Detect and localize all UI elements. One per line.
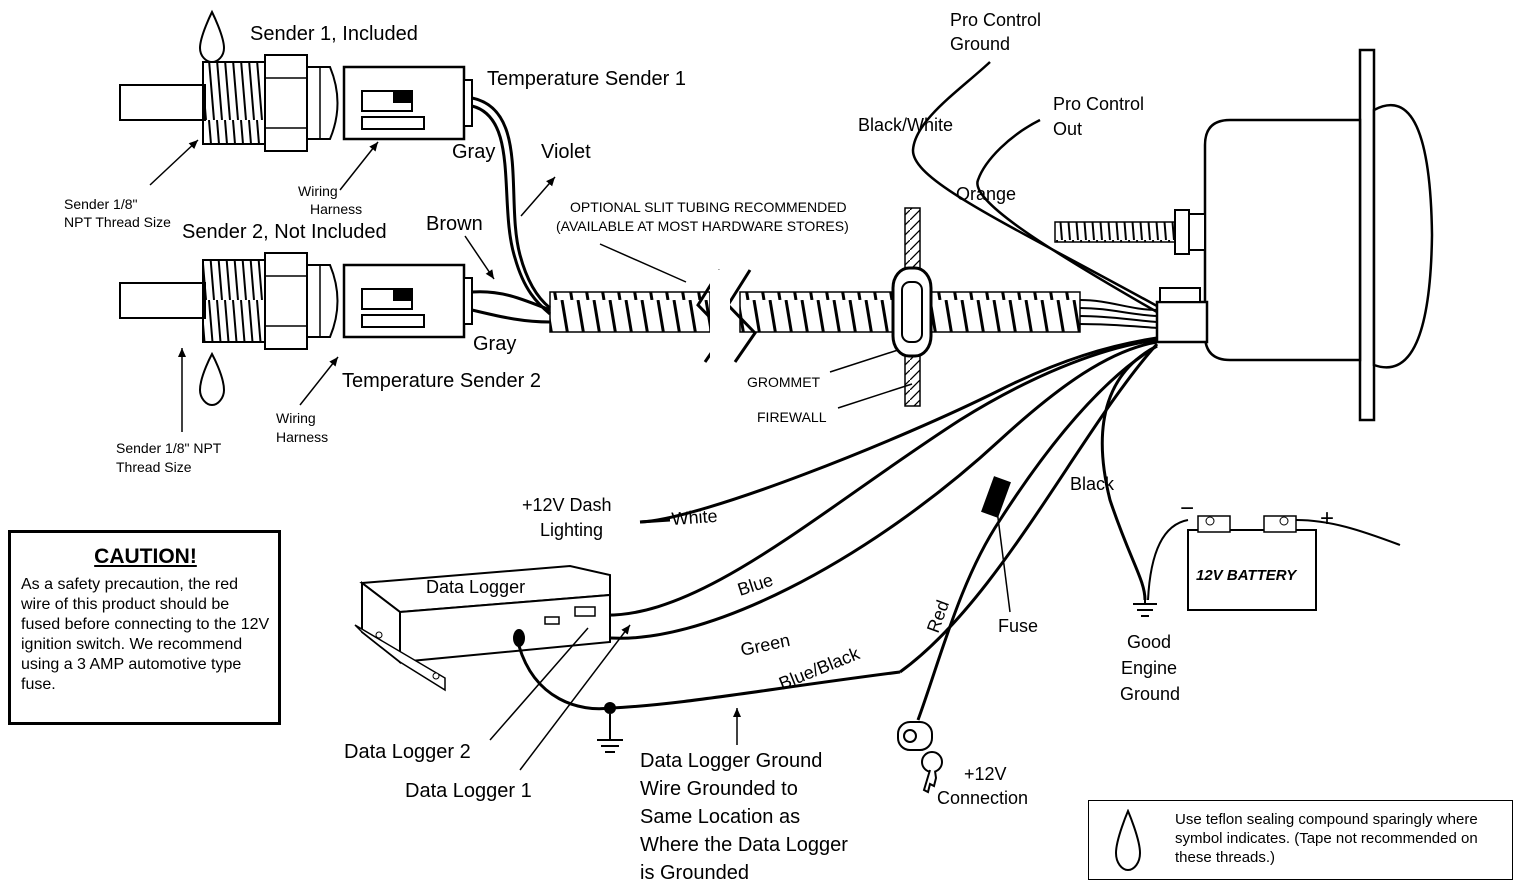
pro-control-wires xyxy=(911,61,1158,314)
data-logger-ground-wire xyxy=(517,645,901,711)
sender-1-title: Sender 1, Included xyxy=(250,23,418,45)
blue-black-wire-label: Blue/Black xyxy=(776,643,863,694)
battery: 12V BATTERY − + xyxy=(1147,495,1401,611)
wire-bundle xyxy=(1079,299,1158,329)
connection-12v-label-a: +12V xyxy=(964,764,1007,784)
data-logger-ground-label-b: Wire Grounded to xyxy=(640,778,798,800)
orange-wire-label: Orange xyxy=(956,184,1016,204)
sender-2-thread-label-b: Thread Size xyxy=(116,459,192,475)
dash-lighting-label-b: Lighting xyxy=(540,520,603,540)
sender-wires xyxy=(471,96,551,324)
fuse xyxy=(981,476,1011,518)
slit-tubing xyxy=(549,269,1081,365)
white-wire-to-dash xyxy=(639,518,671,524)
sealant-drop-icon xyxy=(1114,809,1142,872)
battery-plus: + xyxy=(1320,505,1334,532)
sealant-note-text: Use teflon sealing compound sparingly wh… xyxy=(1175,811,1478,866)
data-logger-ground-label-c: Same Location as xyxy=(640,806,800,828)
pro-control-out-label-a: Pro Control xyxy=(1053,94,1144,114)
black-wire-label: Black xyxy=(1070,474,1115,494)
sender-1-thread-label-a: Sender 1/8" xyxy=(64,196,137,212)
sealant-drop-icon xyxy=(198,9,226,64)
fuse-label: Fuse xyxy=(998,616,1038,636)
firewall-label: FIREWALL xyxy=(757,409,827,425)
sender-2-title: Sender 2, Not Included xyxy=(182,221,387,243)
ignition-key-icon xyxy=(897,721,943,794)
temperature-sender-1 xyxy=(119,54,339,152)
slit-tubing-label-a: OPTIONAL SLIT TUBING RECOMMENDED xyxy=(570,199,847,215)
sender-2-thread-label-a: Sender 1/8" NPT xyxy=(116,440,222,456)
pro-control-ground-label-b: Ground xyxy=(950,34,1010,54)
ground-junction xyxy=(604,702,616,714)
pointer-arrows xyxy=(149,139,1011,771)
pro-control-ground-label-a: Pro Control xyxy=(950,10,1041,30)
sealant-drop-icon xyxy=(198,351,226,407)
connection-12v-label-b: Connection xyxy=(937,788,1028,808)
good-engine-ground-label-a: Good xyxy=(1127,632,1171,652)
data-logger-ground-label-e: is Grounded xyxy=(640,862,749,884)
wiring-harness-1 xyxy=(342,65,473,141)
sender-1-thread-label-b: NPT Thread Size xyxy=(64,214,171,230)
slit-tubing-label-b: (AVAILABLE AT MOST HARDWARE STORES) xyxy=(556,218,849,234)
data-logger-1-label: Data Logger 1 xyxy=(405,780,532,802)
green-wire-label: Green xyxy=(739,630,792,660)
wiring-harness-2-label-b: Harness xyxy=(276,429,328,445)
blue-wire-label: Blue xyxy=(735,570,775,600)
brown-wire-label: Brown xyxy=(426,213,483,235)
wiring-harness-1-label-a: Wiring xyxy=(298,183,338,199)
good-engine-ground-label-c: Ground xyxy=(1120,684,1180,704)
black-white-wire-label: Black/White xyxy=(858,115,953,135)
wiring-harness-1-label-b: Harness xyxy=(310,201,362,217)
output-wires xyxy=(599,336,1159,721)
grommet xyxy=(891,266,933,358)
dash-lighting-label-a: +12V Dash xyxy=(522,495,612,515)
sealant-note-box: Use teflon sealing compound sparingly wh… xyxy=(1088,800,1513,880)
caution-box: CAUTION! As a safety precaution, the red… xyxy=(8,530,281,725)
ground-symbol xyxy=(1133,600,1157,617)
data-logger-title: Data Logger xyxy=(426,577,525,597)
temp-sender-2-label: Temperature Sender 2 xyxy=(342,370,541,392)
good-engine-ground-label-b: Engine xyxy=(1121,658,1177,678)
caution-text: As a safety precaution, the red wire of … xyxy=(21,576,270,693)
grommet-label: GROMMET xyxy=(747,374,821,390)
gauge xyxy=(1054,48,1434,422)
caution-title: CAUTION! xyxy=(94,545,197,568)
data-logger-ground-label-d: Where the Data Logger xyxy=(640,834,848,856)
ground-symbol xyxy=(597,714,623,753)
temperature-sender-2 xyxy=(119,252,339,350)
data-logger-ground-label-a: Data Logger Ground xyxy=(640,750,822,772)
wiring-harness-2 xyxy=(342,263,473,339)
pro-control-out-label-b: Out xyxy=(1053,119,1082,139)
data-logger-2-label: Data Logger 2 xyxy=(344,741,471,763)
data-logger xyxy=(354,564,611,692)
gray-wire-label-1: Gray xyxy=(452,141,495,163)
white-wire-label: White xyxy=(671,506,718,529)
battery-minus: − xyxy=(1180,495,1194,522)
violet-wire-label: Violet xyxy=(541,141,591,163)
temp-sender-1-label: Temperature Sender 1 xyxy=(487,68,686,90)
wiring-harness-2-label-a: Wiring xyxy=(276,410,316,426)
battery-label: 12V BATTERY xyxy=(1196,567,1298,584)
gray-wire-label-2: Gray xyxy=(473,333,516,355)
